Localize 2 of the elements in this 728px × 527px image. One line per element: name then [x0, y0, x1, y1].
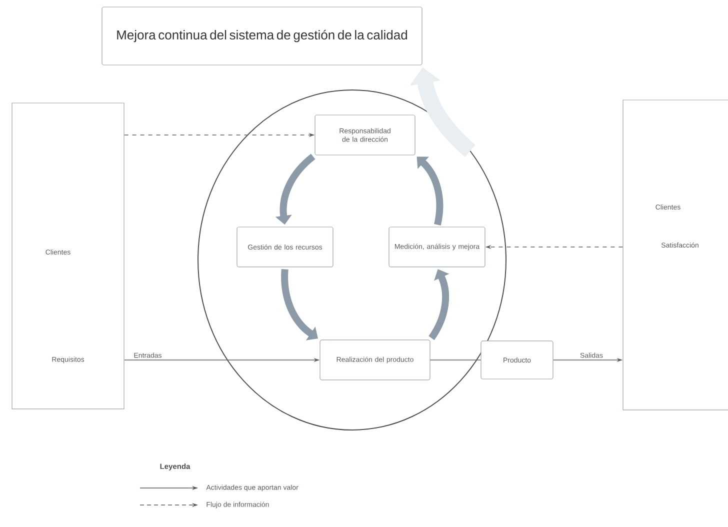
banner-box: Mejora continua del sistema de gestión de la calidad — [102, 6, 422, 66]
block-arrow — [416, 156, 444, 226]
